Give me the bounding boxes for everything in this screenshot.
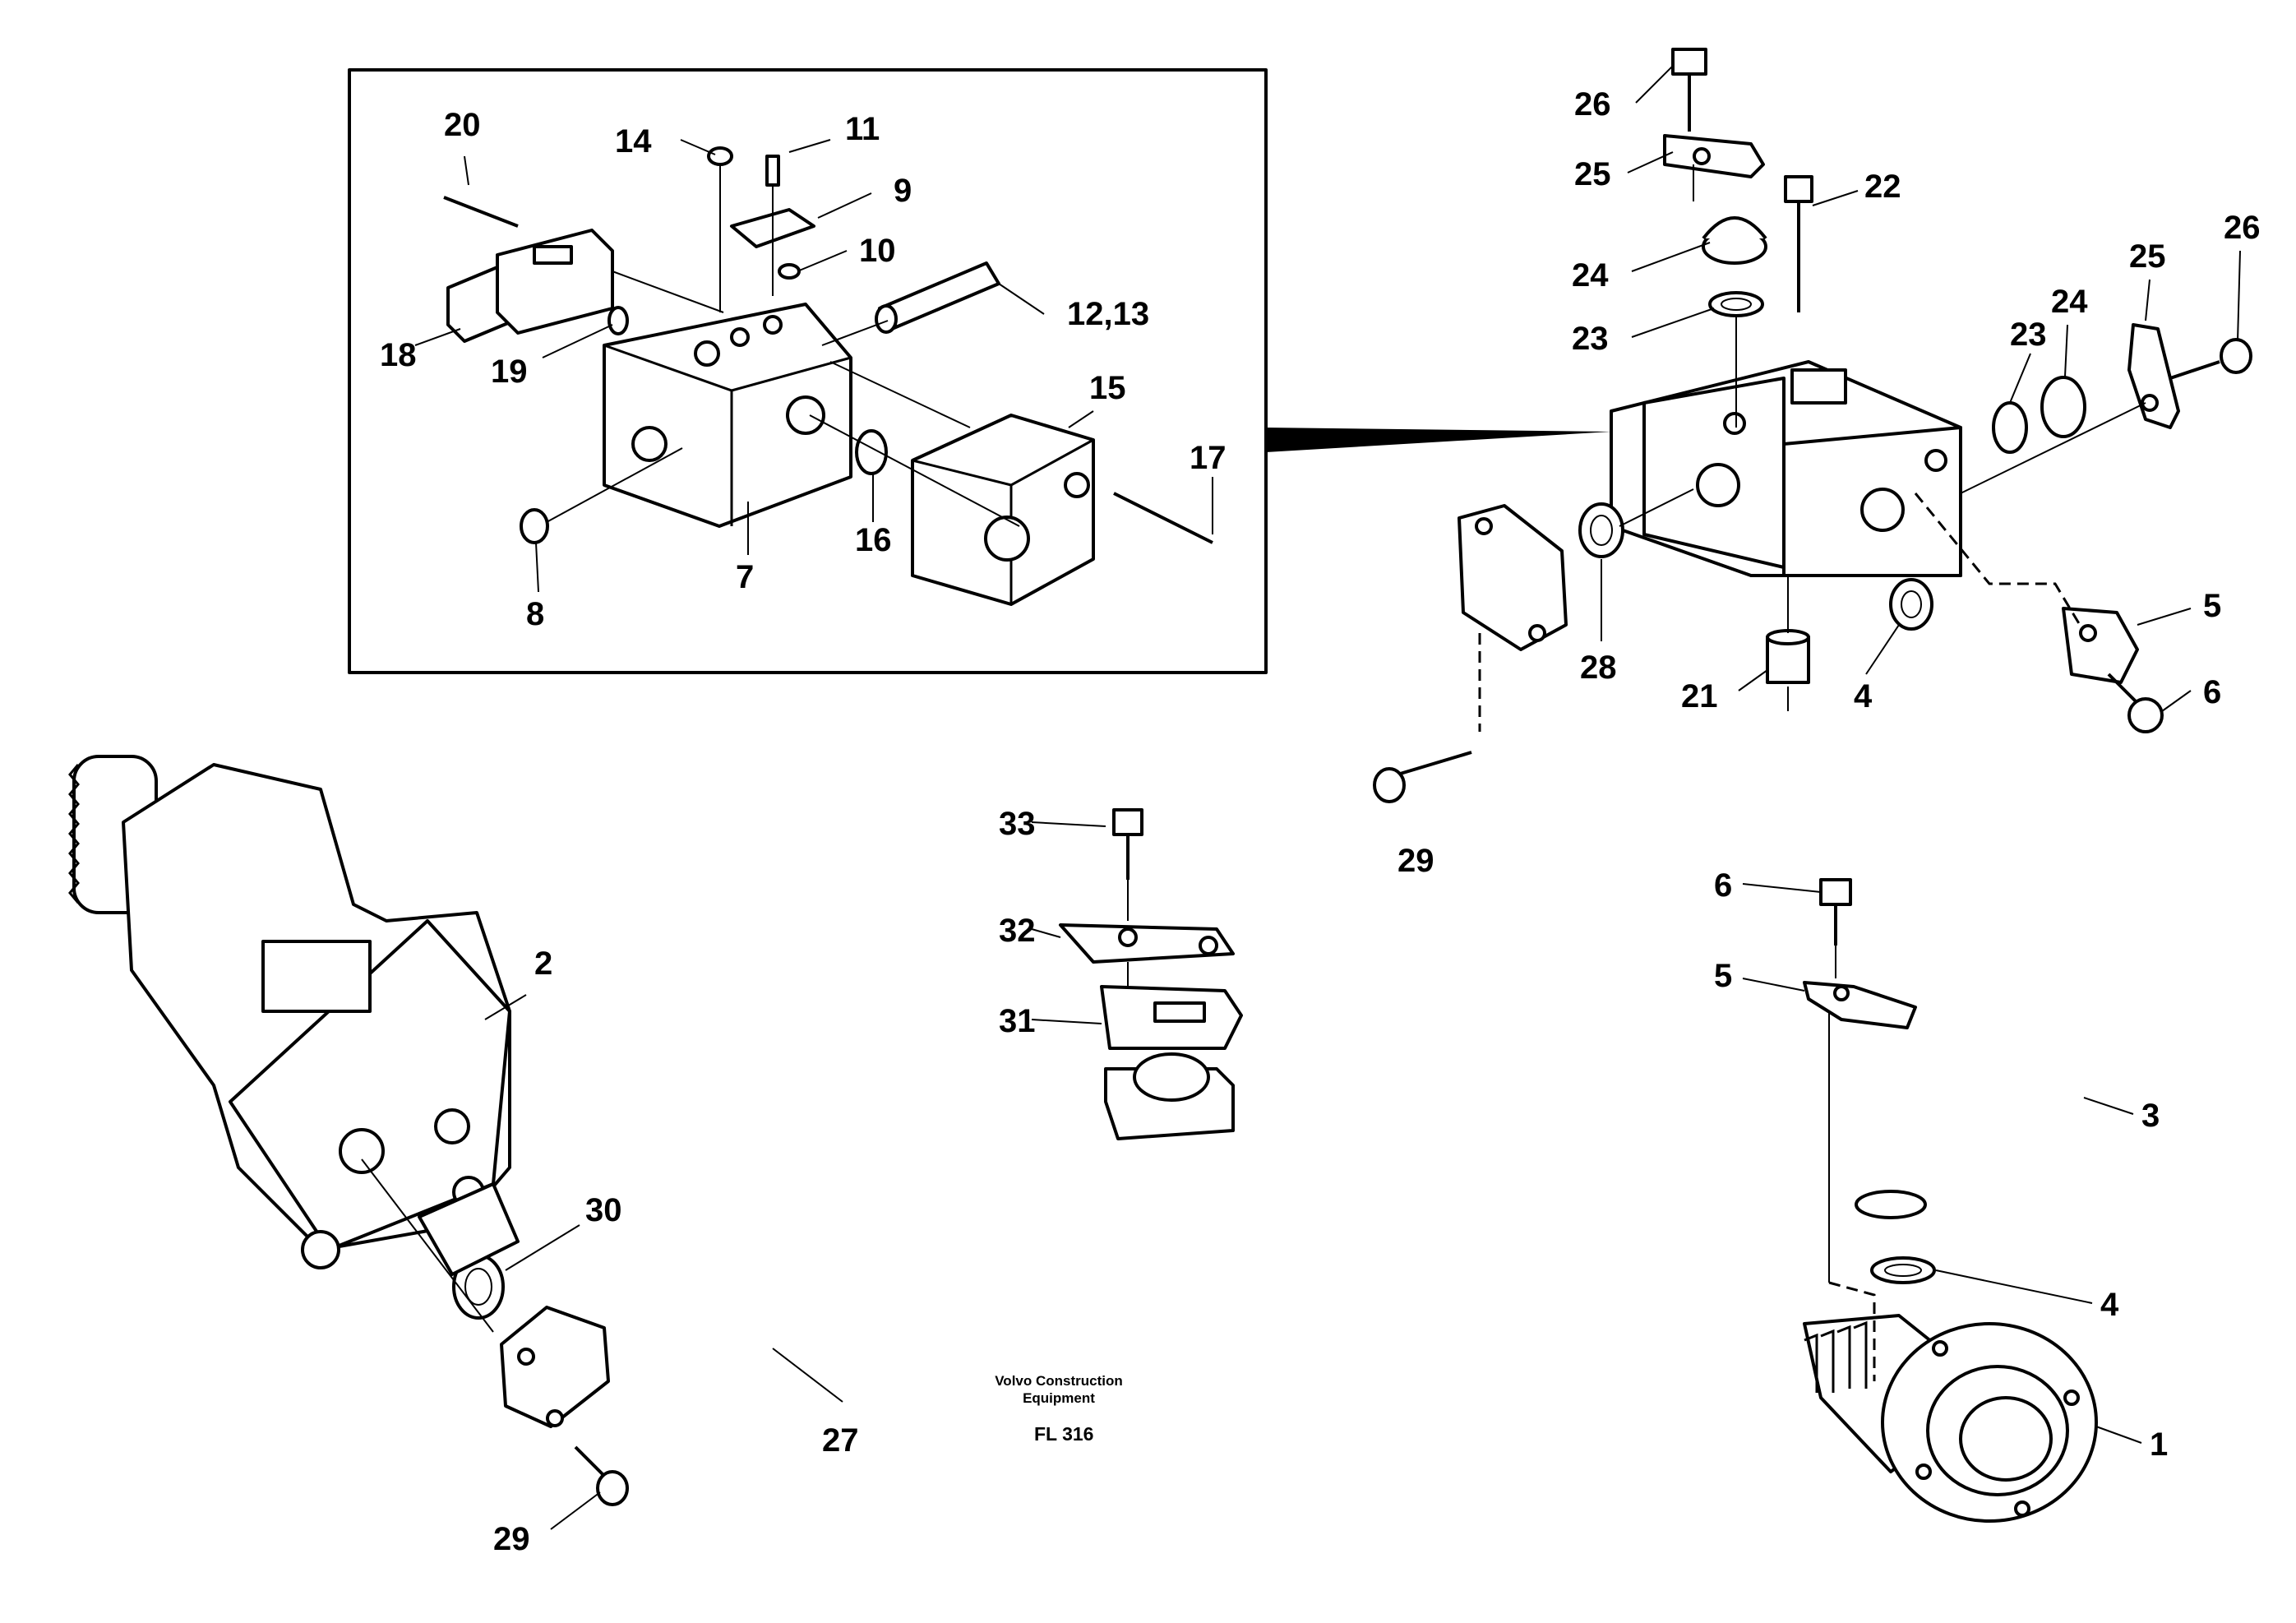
callout-8: 8 [526,596,544,632]
callout-20: 20 [444,107,481,143]
o-ring-19 [607,306,629,335]
o-ring-16 [855,429,888,475]
callout-6-right: 6 [2203,674,2221,710]
callout-7: 7 [736,559,754,595]
callout-26-top: 26 [1574,86,1611,123]
callout-24-left: 24 [1572,257,1609,294]
hydraulic-motor [68,755,520,1276]
caption-equipment: Equipment [1023,1390,1095,1406]
callout-27: 27 [822,1422,859,1459]
callout-17: 17 [1190,440,1227,476]
callout-23-right: 23 [2010,317,2047,353]
callout-30: 30 [585,1192,622,1228]
callout-11: 11 [845,111,880,147]
screw-11 [765,155,780,187]
callout-19: 19 [491,354,528,390]
callout-26-right: 26 [2224,210,2261,246]
callout-21: 21 [1681,678,1718,714]
callout-28: 28 [1580,650,1617,686]
callout-29-lower: 29 [493,1521,530,1557]
o-ring-10 [778,263,801,280]
callout-14: 14 [615,123,652,160]
callout-22: 22 [1864,169,1901,205]
callout-23-left: 23 [1572,321,1609,357]
callout-2: 2 [534,946,552,982]
callout-25-top: 25 [1574,156,1611,192]
caption-code: FL 316 [1034,1423,1093,1445]
callout-15: 15 [1089,370,1126,406]
valve-top-parts [1578,48,2252,733]
callout-12-13: 12,13 [1067,296,1149,332]
callout-4-upper: 4 [1854,678,1873,714]
hose-flange-lower [500,1306,610,1428]
callout-5-right: 5 [2203,588,2221,624]
detail-inset [348,68,1611,674]
callout-16: 16 [855,522,892,558]
hose-flange-upper [1458,504,1568,651]
screw-17 [1113,492,1213,544]
callout-31: 31 [999,1003,1036,1039]
bracket-5-lower [1803,878,1917,1381]
leader-lines [414,65,2241,1530]
inset-pointer [1266,428,1611,452]
flange-fitting [1803,1190,2098,1523]
caption-company: Volvo Construction [995,1373,1123,1389]
callout-18: 18 [380,337,417,373]
main-valve-assembly [1610,360,1962,577]
callout-25-right: 25 [2129,238,2166,275]
callout-labels: 20 14 11 9 10 12,13 18 19 15 17 16 7 8 2… [380,86,2261,1557]
callout-6-lower: 6 [1714,867,1732,904]
callout-1: 1 [2150,1426,2168,1463]
end-cover-block [911,414,1095,606]
callout-5-lower: 5 [1714,958,1732,994]
callout-3: 3 [2141,1098,2160,1134]
plug-8 [520,508,549,544]
callout-32: 32 [999,913,1036,949]
callout-4-lower: 4 [2100,1287,2119,1323]
callout-33: 33 [999,806,1036,842]
callout-29-upper: 29 [1397,843,1434,879]
bolt-29-upper [1373,767,1406,803]
callout-24-right: 24 [2051,284,2088,320]
hose-27 [607,590,1457,1354]
callout-9: 9 [894,173,912,209]
callout-10: 10 [859,233,896,269]
valve-block [603,303,852,528]
clamp-assembly [1059,808,1243,1140]
screw-20 [443,196,519,228]
screw-14 [707,146,733,166]
caption-block: Volvo Construction Equipment FL 316 [995,1373,1123,1445]
bolt-29-lower [596,1470,629,1506]
